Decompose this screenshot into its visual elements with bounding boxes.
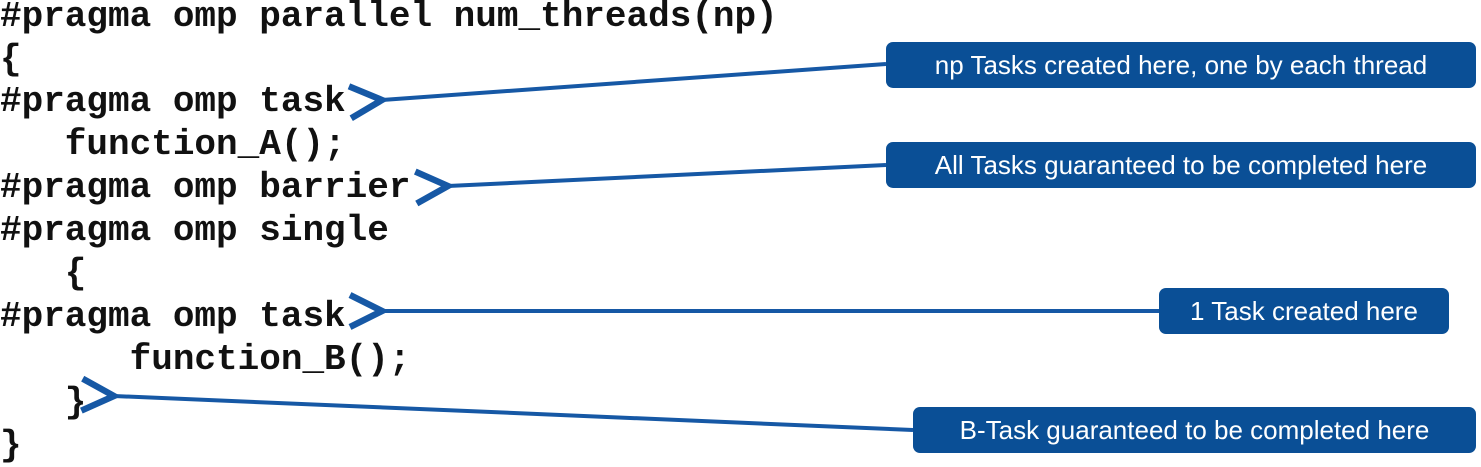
code-line-task-b: #pragma omp task bbox=[0, 296, 346, 337]
code-line-function-a: function_A(); bbox=[0, 124, 346, 165]
callout-b-task-completed: B-Task guaranteed to be completed here bbox=[913, 407, 1476, 453]
code-line-single-open-brace: { bbox=[0, 253, 87, 294]
callout-all-tasks-completed: All Tasks guaranteed to be completed her… bbox=[886, 142, 1476, 188]
callout-one-task-created: 1 Task created here bbox=[1159, 288, 1449, 334]
code-line-barrier: #pragma omp barrier bbox=[0, 167, 411, 208]
code-line-function-b: function_B(); bbox=[0, 339, 411, 380]
arrow-barrier bbox=[448, 163, 887, 186]
code-line-parallel: #pragma omp parallel num_threads(np) bbox=[0, 0, 778, 37]
code-line-task-a: #pragma omp task bbox=[0, 81, 346, 122]
arrow-task-created bbox=[382, 62, 887, 100]
code-line-close-brace: } bbox=[0, 425, 22, 466]
arrow-b-task-completed bbox=[114, 396, 914, 432]
code-line-single-close-brace: } bbox=[0, 382, 87, 423]
code-line-open-brace: { bbox=[0, 39, 22, 80]
code-line-single: #pragma omp single bbox=[0, 210, 389, 251]
callout-np-tasks-created: np Tasks created here, one by each threa… bbox=[886, 42, 1476, 88]
